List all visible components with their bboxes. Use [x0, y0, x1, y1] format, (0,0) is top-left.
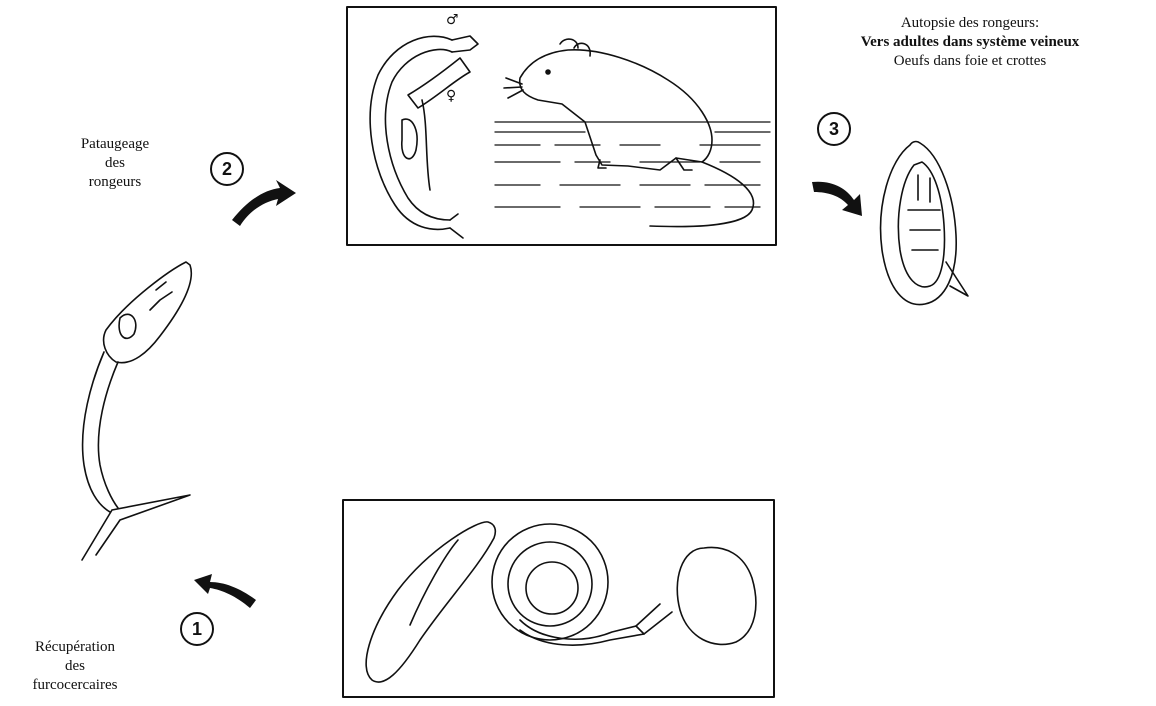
step-2-label-line: Pataugeage: [60, 135, 170, 154]
miracidium-drawing: [677, 547, 756, 644]
step-2-number-badge: 2: [210, 152, 244, 186]
step-2-label: Pataugeage des rongeurs: [60, 135, 170, 192]
step-1-label: Récupération des furcocercaires: [0, 638, 150, 695]
snail-infection-panel: [343, 500, 774, 697]
male-symbol: ♂: [446, 12, 459, 28]
step-2-label-line: rongeurs: [60, 173, 170, 192]
water-surface: [495, 122, 770, 207]
snail-drawing: [492, 524, 672, 645]
step-1-label-line: furcocercaires: [0, 676, 150, 695]
step-3-label: Autopsie des rongeurs: Vers adultes dans…: [820, 14, 1120, 71]
step-3-number-badge: 3: [817, 112, 851, 146]
step-1-label-line: Récupération: [0, 638, 150, 657]
step-1-label-line: des: [0, 657, 150, 676]
step-2-label-line: des: [60, 154, 170, 173]
step-3-label-line: Oeufs dans foie et crottes: [820, 52, 1120, 71]
step-3-label-line: Vers adultes dans système veineux: [820, 33, 1120, 52]
female-symbol: ♀: [446, 88, 456, 104]
adult-worm-pair-drawing: ♂ ♀: [370, 12, 478, 238]
sporocyst-drawing: [366, 522, 495, 682]
step-1-number-badge: 1: [180, 612, 214, 646]
egg-drawing: [881, 142, 968, 305]
mouse-drawing: [504, 39, 754, 226]
cercaria-drawing: [82, 262, 191, 560]
step-3-label-line: Autopsie des rongeurs:: [820, 14, 1120, 33]
